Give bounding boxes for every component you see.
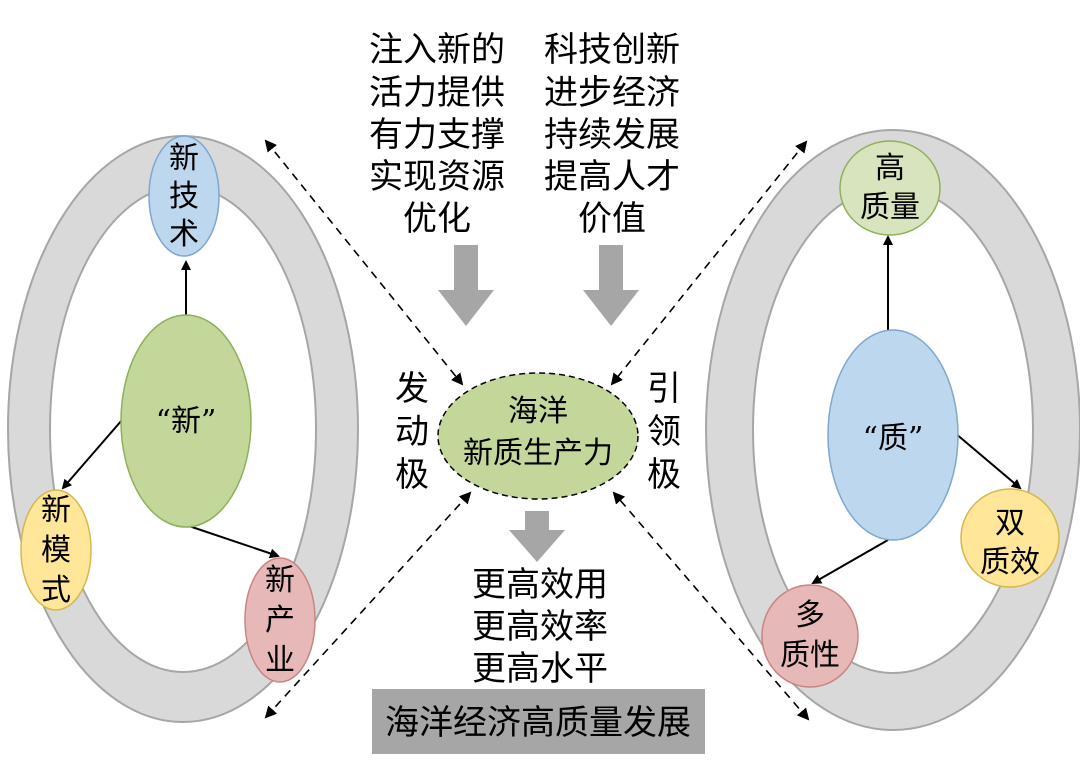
mode-node: 新 模 式 bbox=[20, 489, 92, 611]
quality-line-1: 高 bbox=[875, 151, 905, 186]
block-arrow-down bbox=[509, 511, 565, 562]
right-pole-char-1: 引 bbox=[647, 369, 681, 409]
quality-line-2: 质量 bbox=[860, 190, 920, 225]
top-left-line-1: 注入新的 bbox=[369, 30, 505, 70]
left-center-label: “新” bbox=[156, 404, 217, 439]
top-right-line-1: 科技创新 bbox=[544, 30, 680, 70]
right-center-label: “质” bbox=[863, 421, 924, 456]
arrow-to-diversity bbox=[811, 539, 889, 584]
block-arrows bbox=[438, 245, 639, 562]
left-cycle-arrows bbox=[61, 260, 280, 559]
double-line-1: 双 bbox=[995, 506, 1025, 541]
industry-char-3: 业 bbox=[265, 643, 295, 678]
top-left-text: 注入新的 活力提供 有力支撑 实现资源 优化 bbox=[369, 30, 505, 239]
double-line-2: 质效 bbox=[980, 545, 1040, 580]
dashed-arrow-bottom-right bbox=[612, 491, 810, 721]
tech-char-2: 技 bbox=[169, 179, 199, 214]
double-node: 双 质效 bbox=[960, 488, 1060, 588]
right-center-node: “质” bbox=[827, 329, 959, 541]
arrow-to-mode bbox=[61, 419, 123, 490]
dashed-arrow-top-right bbox=[610, 140, 808, 386]
top-right-line-4: 提高人才 bbox=[544, 157, 680, 197]
top-left-line-3: 有力支撑 bbox=[369, 115, 505, 155]
bottom-line-2: 更高效率 bbox=[472, 607, 608, 647]
left-pole: 发 动 极 bbox=[395, 369, 429, 495]
bottom-text: 更高效用 更高效率 更高水平 bbox=[472, 565, 608, 689]
industry-char-1: 新 bbox=[265, 563, 295, 598]
top-right-text: 科技创新 进步经济 持续发展 提高人才 价值 bbox=[544, 30, 680, 239]
bottom-line-1: 更高效用 bbox=[472, 565, 608, 605]
banner: 海洋经济高质量发展 bbox=[372, 689, 705, 754]
dashed-arrows bbox=[264, 139, 810, 721]
top-left-line-5: 优化 bbox=[403, 199, 471, 239]
diversity-line-2: 质性 bbox=[780, 638, 840, 673]
quality-node: 高 质量 bbox=[839, 140, 941, 236]
block-arrow-left bbox=[438, 245, 494, 326]
top-right-line-2: 进步经济 bbox=[544, 73, 680, 113]
banner-text: 海洋经济高质量发展 bbox=[385, 703, 691, 743]
right-pole-char-3: 极 bbox=[647, 455, 681, 495]
industry-node: 新 产 业 bbox=[244, 557, 316, 683]
right-cycle-arrows bbox=[811, 235, 1022, 584]
tech-char-3: 术 bbox=[169, 217, 199, 252]
left-pole-char-3: 极 bbox=[395, 455, 429, 495]
top-left-line-4: 实现资源 bbox=[369, 157, 505, 197]
arrow-to-industry bbox=[185, 524, 280, 559]
center-line-1: 海洋 bbox=[508, 394, 568, 429]
left-pole-char-2: 动 bbox=[395, 412, 429, 452]
center-line-2: 新质生产力 bbox=[463, 436, 613, 471]
left-pole-char-1: 发 bbox=[395, 369, 429, 409]
industry-char-2: 产 bbox=[265, 603, 295, 638]
right-pole-char-2: 领 bbox=[647, 412, 681, 452]
mode-char-2: 模 bbox=[41, 533, 71, 568]
bottom-line-3: 更高水平 bbox=[472, 649, 608, 689]
top-left-line-2: 活力提供 bbox=[369, 73, 505, 113]
top-right-line-5: 价值 bbox=[578, 199, 646, 239]
mode-char-3: 式 bbox=[41, 573, 71, 608]
top-right-line-3: 持续发展 bbox=[544, 115, 680, 155]
left-center-node: “新” bbox=[120, 314, 252, 528]
tech-char-1: 新 bbox=[169, 141, 199, 176]
dashed-arrow-top-left bbox=[264, 139, 464, 386]
diversity-node: 多 质性 bbox=[761, 584, 859, 688]
diversity-line-1: 多 bbox=[795, 598, 825, 633]
center-node: 海洋 新质生产力 bbox=[437, 372, 639, 500]
block-arrow-right bbox=[583, 245, 639, 326]
mode-char-1: 新 bbox=[41, 493, 71, 528]
arrow-to-double bbox=[954, 432, 1022, 490]
right-pole: 引 领 极 bbox=[647, 369, 681, 495]
dashed-arrow-bottom-left bbox=[264, 491, 472, 719]
tech-node: 新 技 术 bbox=[148, 135, 220, 257]
